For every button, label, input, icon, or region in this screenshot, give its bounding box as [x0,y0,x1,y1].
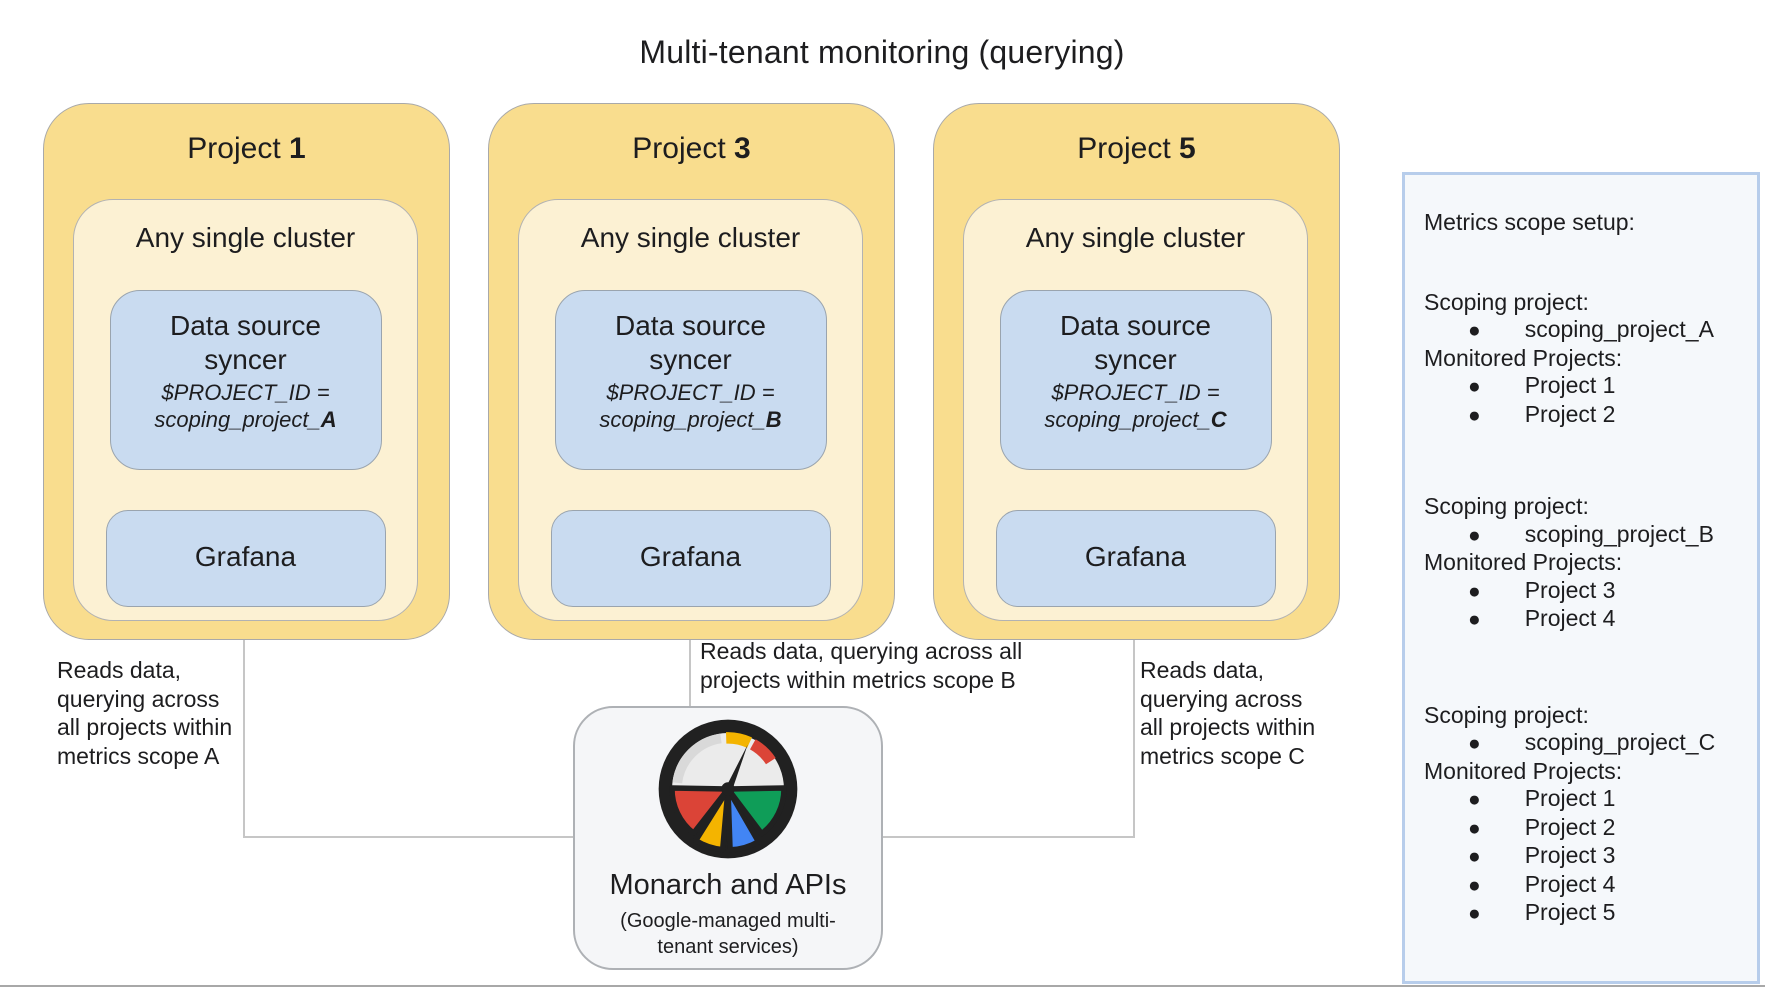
bullet-icon: ● [1468,732,1481,755]
connector-grafana3-to-monarch [882,836,1135,838]
bullet-icon: ● [1468,523,1481,547]
monarch-box: Monarch and APIs (Google-managed multi-t… [573,706,883,970]
list-item: ●Project 3 [1424,842,1739,871]
list-item: ●Project 1 [1424,785,1739,814]
list-item: ●Project 2 [1424,401,1739,430]
list-item: ●scoping_project_B [1424,521,1739,550]
project-box-5: Project 5 Any single cluster Data source… [933,103,1340,640]
bullet-icon: ● [1468,902,1481,925]
scoping-project-label: Scoping project: [1424,701,1589,728]
metrics-scope-heading: Metrics scope setup: [1424,209,1635,235]
monarch-subtitle: (Google-managed multi-tenant services) [620,910,836,958]
bullet-icon: ● [1468,403,1481,427]
list-item: ●Project 5 [1424,899,1739,928]
list-item: ●Project 4 [1424,871,1739,900]
syncer-project-id: $PROJECT_ID =scoping_project_B [599,380,782,432]
scope-section-b: Scoping project: ●scoping_project_B Moni… [1424,493,1739,634]
project-box-3: Project 3 Any single cluster Data source… [488,103,895,640]
bullet-icon: ● [1468,579,1481,603]
bullet-icon: ● [1468,873,1481,897]
flow-label-scope-b: Reads data, querying across all projects… [700,638,1023,693]
cluster-label: Any single cluster [1025,222,1246,253]
list-item: ●Project 2 [1424,814,1739,843]
bullet-icon: ● [1468,375,1481,398]
bullet-icon: ● [1468,608,1481,631]
connector-grafana2-to-monarch [689,603,691,708]
list-item: ●scoping_project_C [1424,729,1739,758]
diagram-title: Multi-tenant monitoring (querying) [639,34,1125,70]
connector-grafana3-down [1133,603,1135,838]
grafana-box: Grafana [995,510,1276,607]
bullet-icon: ● [1468,816,1481,840]
connector-grafana1-down [243,603,245,838]
project-box-1: Project 1 Any single cluster Data source… [43,103,450,640]
list-item: ●Project 4 [1424,605,1739,634]
project-title: Project 1 [187,132,306,165]
bullet-icon: ● [1468,788,1481,811]
monitored-projects-label: Monitored Projects: [1424,549,1623,575]
cluster-label: Any single cluster [580,222,801,253]
metrics-scope-panel: Metrics scope setup: Scoping project: ●s… [1402,172,1760,984]
project-title: Project 5 [1077,132,1196,165]
list-item: ●Project 1 [1424,372,1739,401]
project-title: Project 3 [632,132,751,165]
bullet-icon: ● [1468,319,1481,342]
scoping-project-label: Scoping project: [1424,288,1589,315]
canvas-edge-line [0,985,1765,987]
monitored-projects-label: Monitored Projects: [1424,757,1623,784]
cluster-label: Any single cluster [135,222,356,253]
syncer-project-id: $PROJECT_ID =scoping_project_C [1044,380,1227,432]
monarch-title: Monarch and APIs [609,869,847,901]
list-item: ●Project 3 [1424,577,1739,606]
scope-section-c: Scoping project: ●scoping_project_C Moni… [1424,702,1739,928]
flow-label-scope-a: Reads data, querying across all projects… [57,657,233,769]
grafana-box: Grafana [105,510,386,607]
monitored-projects-label: Monitored Projects: [1424,344,1623,371]
flow-label-scope-c: Reads data, querying across all projects… [1140,657,1316,769]
scoping-project-label: Scoping project: [1424,493,1589,519]
connector-grafana1-to-monarch [243,836,575,838]
list-item: ●scoping_project_A [1424,316,1739,345]
syncer-project-id: $PROJECT_ID =scoping_project_A [154,380,337,432]
grafana-box: Grafana [550,510,831,607]
cloud-monitoring-gauge-icon [658,719,798,859]
bullet-icon: ● [1468,845,1481,868]
scope-section-a: Scoping project: ●scoping_project_A Moni… [1424,289,1739,430]
